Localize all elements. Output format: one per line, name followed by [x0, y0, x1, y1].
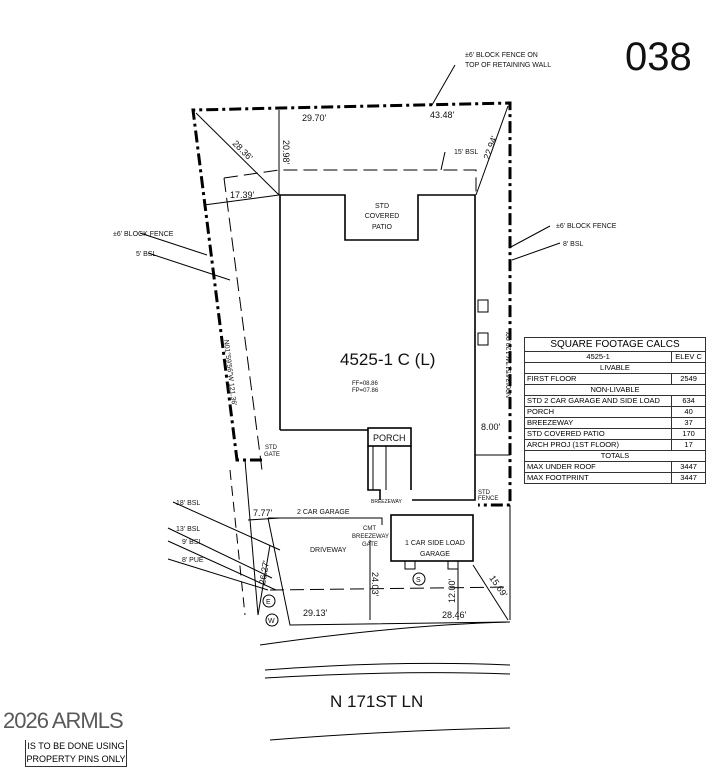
note-line: IS TO BE DONE USING: [27, 741, 125, 751]
dim-17-39: 17.39': [230, 190, 255, 200]
bsl-13-label: 13' BSL: [176, 526, 200, 533]
watermark: 2026 ARMLS: [3, 708, 124, 733]
std-fence-label: STD: [478, 490, 491, 496]
dim-24-03: 24.03': [370, 572, 380, 597]
right-bearing-label: N00°34'51"W 120.00': [505, 332, 513, 398]
bsl-9-label: 9' BSL: [182, 539, 203, 546]
fp-label: FP=07.86: [352, 388, 379, 394]
nonlivable-header: NON-LIVABLE: [524, 384, 706, 396]
row-label: MAX UNDER ROOF: [523, 461, 673, 473]
elev-cell: ELEV C: [671, 351, 706, 363]
std-gate-label: STD: [265, 445, 278, 451]
row-label: BREEZEWAY: [523, 417, 673, 429]
leader-lines: [139, 64, 561, 591]
dim-26-27: 26.27': [257, 559, 271, 585]
dim-20-98: 20.98': [281, 140, 291, 165]
table-title: SQUARE FOOTAGE CALCS: [524, 337, 706, 352]
garage1-label: 1 CAR SIDE LOAD: [405, 540, 465, 547]
row-label: STD COVERED PATIO: [523, 428, 673, 440]
dim-22-94: 22.94': [481, 134, 499, 160]
row-value: 40: [671, 406, 706, 418]
livable-header: LIVABLE: [524, 362, 706, 374]
totals-header: TOTALS: [524, 450, 706, 462]
table-row: ARCH PROJ (1ST FLOOR)17: [523, 439, 706, 451]
electric-label: E: [266, 599, 271, 606]
bsl-rear-label: 15' BSL: [454, 149, 478, 156]
row-value: 17: [671, 439, 706, 451]
row-label: FIRST FLOOR: [523, 373, 673, 385]
bsl-left-label: 5' BSL: [136, 251, 157, 258]
water-label: W: [268, 618, 275, 625]
electric-marker: E: [262, 594, 276, 608]
std-fence-label-2: FENCE: [478, 496, 498, 502]
patio-label-2: COVERED: [365, 213, 400, 220]
breezeway-label: BREEZEWAY: [371, 499, 403, 505]
street-name: N 171ST LN: [330, 692, 423, 711]
driveway: [259, 517, 511, 741]
note-line: PROPERTY PINS ONLY: [26, 754, 126, 764]
fence-right-label: ±6' BLOCK FENCE: [556, 223, 617, 230]
fence-top-label-2: TOP OF RETAINING WALL: [465, 62, 551, 69]
gate-label-3: GATE: [362, 542, 378, 548]
pue-8-label: 8' PUE: [182, 557, 204, 564]
sewer-marker: S: [412, 572, 426, 586]
gate-label: CMT: [363, 526, 376, 532]
row-label: STD 2 CAR GARAGE AND SIDE LOAD: [523, 395, 673, 407]
setback-lines: [223, 169, 477, 616]
patio-label-3: PATIO: [372, 224, 393, 231]
porch-label: PORCH: [373, 433, 406, 443]
plan-label: 4525-1 C (L): [340, 350, 435, 369]
gate-label-2: BREEZEWAY: [352, 534, 389, 540]
fence-top-label: ±6' BLOCK FENCE ON: [465, 52, 538, 59]
row-label: PORCH: [523, 406, 673, 418]
row-value: 634: [671, 395, 706, 407]
left-bearing-label: N01°59'56"W 121.36': [222, 339, 238, 406]
dim-12-00: 12.00': [447, 578, 457, 603]
row-value: 3447: [671, 472, 706, 484]
dim-28-46: 28.46': [442, 610, 467, 620]
row-value: 37: [671, 417, 706, 429]
dim-43-48: 43.48': [430, 110, 455, 120]
bsl-18-label: 18' BSL: [176, 500, 200, 507]
row-value: 3447: [671, 461, 706, 473]
row-label: MAX FOOTPRINT: [523, 472, 673, 484]
row-value: 170: [671, 428, 706, 440]
dim-8-00: 8.00': [481, 422, 501, 432]
std-gate-label-2: GATE: [264, 452, 280, 458]
row-label: ARCH PROJ (1ST FLOOR): [523, 439, 673, 451]
dim-15-69: 15.69': [487, 573, 509, 599]
row-value: 2549: [671, 373, 706, 385]
staking-note: IS TO BE DONE USING PROPERTY PINS ONLY: [25, 740, 127, 767]
ac-unit-icon: [477, 299, 489, 313]
ff-label: FF=08.86: [352, 381, 379, 387]
house-footprint: [279, 194, 489, 570]
dim-7-77: 7.77': [253, 508, 273, 518]
garage2-label: 2 CAR GARAGE: [297, 509, 350, 516]
patio-label: STD: [375, 203, 389, 210]
sheet-number: 038: [625, 35, 692, 79]
dim-29-70: 29.70': [302, 113, 327, 123]
ac-unit-icon: [477, 332, 489, 346]
plan-cell: 4525-1: [523, 351, 673, 363]
dimension-lines: [195, 105, 510, 621]
driveway-label: DRIVEWAY: [310, 547, 347, 554]
fence-left-label: ±6' BLOCK FENCE: [113, 231, 174, 238]
water-marker: W: [265, 613, 279, 627]
dim-29-13: 29.13': [303, 608, 328, 618]
bsl-right-label: 8' BSL: [563, 241, 584, 248]
garage1-label-2: GARAGE: [420, 551, 450, 558]
sewer-label: S: [416, 577, 421, 584]
